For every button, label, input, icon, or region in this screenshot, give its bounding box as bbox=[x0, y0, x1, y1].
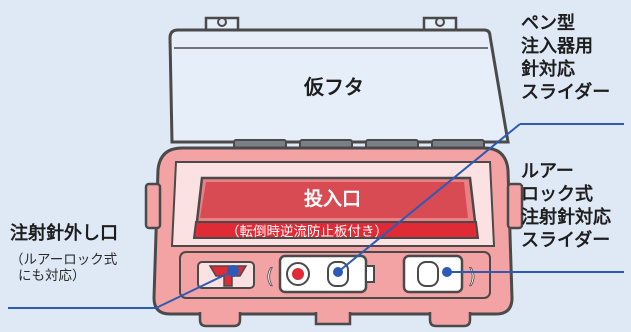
leader-remover bbox=[155, 270, 234, 309]
luer-lock-slider: ) bbox=[402, 254, 476, 294]
remover-note: （ルアーロック式 にも対応） bbox=[10, 252, 118, 284]
leader-lines bbox=[8, 123, 624, 309]
luer-slider-label: ルアー ロック式 注射針対応 スライダー bbox=[521, 161, 611, 251]
leader-pen bbox=[337, 123, 521, 273]
svg-text:(: ( bbox=[266, 264, 274, 288]
lid-label: 仮フタ bbox=[304, 75, 364, 99]
backflow-plate bbox=[192, 221, 480, 239]
remover-title: 注射針外し口 bbox=[10, 223, 118, 244]
slot-subtitle: （転倒時逆流防止板付き） bbox=[226, 224, 388, 240]
temporary-lid bbox=[168, 28, 510, 144]
pen-slider-label: ペン型 注入器用 針対応 スライダー bbox=[521, 13, 611, 103]
slot-title: 投入口 bbox=[304, 188, 362, 210]
pen-needle-slider: ( bbox=[266, 254, 375, 294]
svg-text:): ) bbox=[468, 264, 476, 288]
container-feet bbox=[198, 312, 472, 328]
